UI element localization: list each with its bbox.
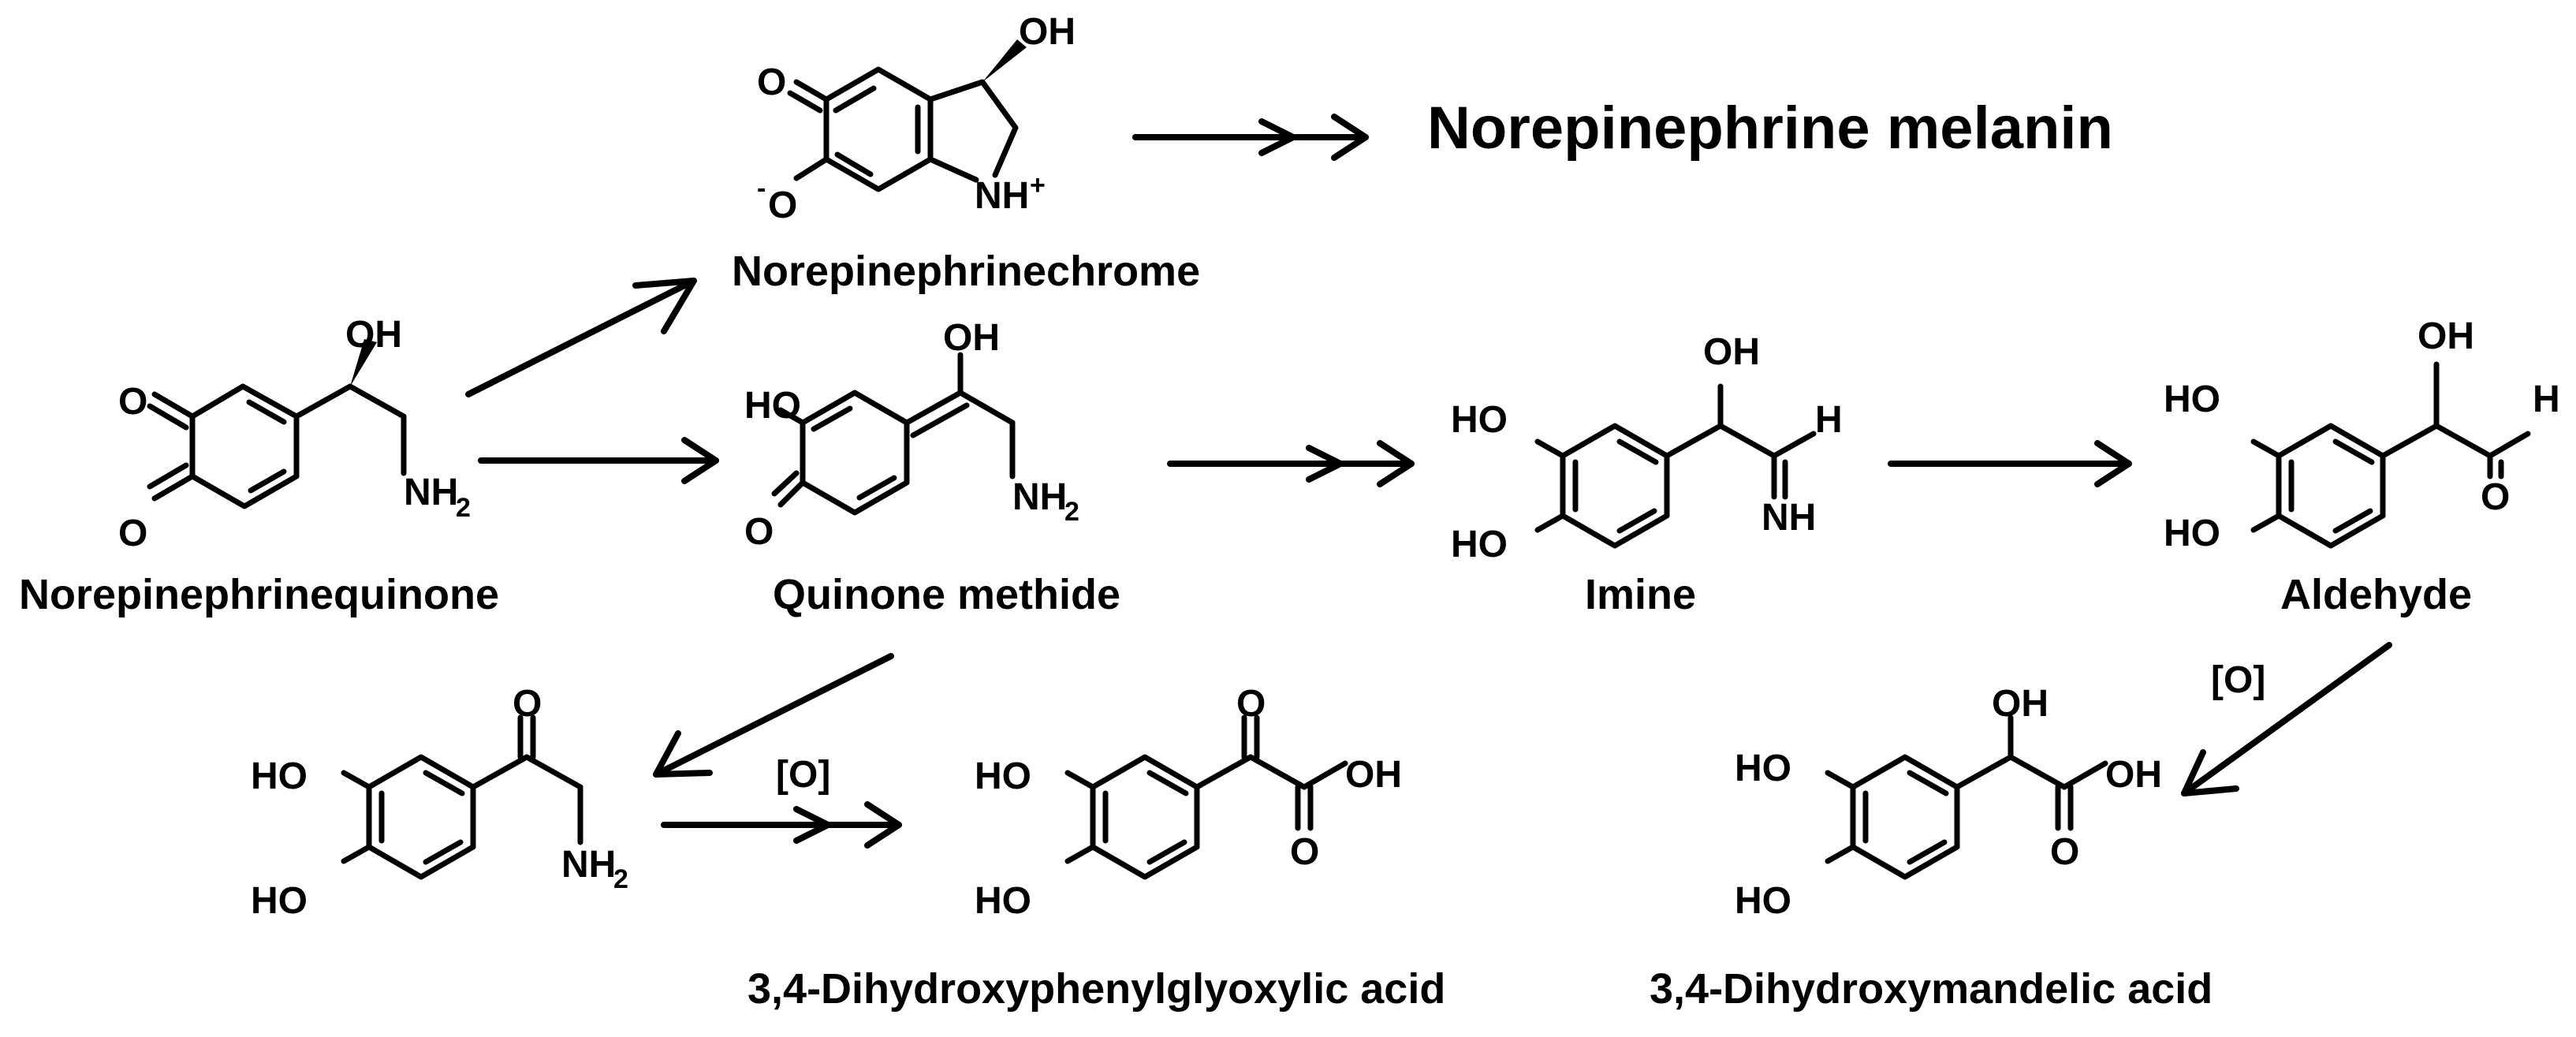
- atom-label: O: [2050, 831, 2079, 873]
- atom-label: O: [744, 511, 774, 553]
- structure-norepinephrinequinone: O O OH NH 2: [118, 314, 471, 554]
- structure-quinone-methide: HO O OH NH 2: [744, 317, 1079, 553]
- atom-label: HO: [1735, 880, 1791, 922]
- compound-aminoketone: HO HO O NH 2: [251, 683, 628, 922]
- atom-label: NH: [975, 175, 1029, 217]
- condition-oxidation: [O]: [776, 754, 830, 796]
- atom-label: NH: [561, 844, 616, 886]
- atom-label: O: [1290, 831, 1319, 873]
- compound-name: 3,4-Dihydroxymandelic acid: [1650, 965, 2213, 1013]
- atom-label: HO: [1735, 748, 1791, 789]
- atom-label: HO: [251, 755, 308, 797]
- atom-label: OH: [2418, 315, 2474, 357]
- atom-label: HO: [1451, 524, 1508, 565]
- atom-label: HO: [744, 385, 801, 427]
- atom-label: 2: [456, 493, 471, 523]
- structure-mandelic-acid: HO HO OH OH O: [1735, 683, 2162, 922]
- compound-name: Norepinephrinechrome: [732, 248, 1200, 295]
- compound-name: Aldehyde: [2280, 571, 2472, 618]
- atom-label: 2: [1064, 497, 1079, 527]
- atom-label: +: [1030, 170, 1046, 200]
- atom-label: OH: [2105, 754, 2162, 796]
- arrow-to-imine: [1167, 440, 1415, 487]
- atom-label: OH: [1992, 683, 2048, 725]
- compound-name: Quinone methide: [773, 571, 1120, 618]
- arrow-to-glyoxylic-acid: [661, 801, 902, 849]
- atom-label: NH: [1761, 497, 1816, 539]
- compound-name: Imine: [1585, 571, 1696, 618]
- atom-label: OH: [1703, 331, 1760, 373]
- arrow-to-quinone-methide: [478, 437, 719, 484]
- structure-glyoxylic-acid: HO HO O OH O: [975, 683, 1402, 922]
- arrow-to-aminoketone: [653, 653, 894, 778]
- atom-label: OH: [345, 314, 402, 356]
- arrow-to-norepinephrine-melanin: [1132, 114, 1369, 161]
- atom-label: O: [513, 683, 542, 725]
- atom-label: HO: [2164, 513, 2220, 554]
- arrow-to-norepinephrinechrome: [465, 278, 697, 397]
- compound-norepinephrinequinone: O O OH NH 2 Norepinephrinequinone: [19, 314, 499, 618]
- atom-label: O: [118, 381, 147, 423]
- compound-norepinephrinechrome: OH O - O NH + Norepinephrinechrome: [732, 11, 1200, 295]
- compound-mandelic-acid: HO HO OH OH O 3,4-Dihydroxymandelic acid: [1650, 683, 2213, 1013]
- compound-glyoxylic-acid: HO HO O OH O 3,4-Dihydroxyphenylglyoxyli…: [747, 683, 1445, 1013]
- compound-quinone-methide: HO O OH NH 2 Quinone methide: [744, 317, 1120, 618]
- atom-label: O: [118, 513, 147, 554]
- structure-imine: HO HO OH H NH: [1451, 331, 1843, 565]
- atom-label: O: [757, 62, 786, 103]
- compound-name: 3,4-Dihydroxyphenylglyoxylic acid: [747, 965, 1445, 1013]
- atom-label: HO: [2164, 379, 2220, 420]
- compound-name: Norepinephrinequinone: [19, 571, 499, 618]
- structure-aminoketone: HO HO O NH 2: [251, 683, 628, 922]
- condition-oxidation: [O]: [2211, 659, 2265, 701]
- atom-label: NH: [404, 472, 458, 513]
- atom-label: O: [2481, 476, 2510, 518]
- atom-label: OH: [1019, 11, 1076, 53]
- atom-label: OH: [1345, 754, 1402, 796]
- structure-norepinephrinechrome: OH O - O NH +: [757, 11, 1076, 226]
- atom-label: HO: [251, 880, 308, 922]
- atom-label: HO: [975, 755, 1031, 797]
- atom-label: HO: [1451, 399, 1508, 441]
- atom-label: OH: [943, 317, 1000, 359]
- arrow-to-aldehyde: [1888, 440, 2132, 487]
- atom-label: -: [757, 173, 766, 203]
- atom-label: O: [1236, 683, 1266, 725]
- atom-label: H: [2533, 379, 2560, 420]
- atom-label: HO: [975, 880, 1031, 922]
- compound-imine: HO HO OH H NH Imine: [1451, 331, 1843, 618]
- compound-aldehyde: HO HO OH H O Aldehyde: [2164, 315, 2560, 618]
- structure-aldehyde: HO HO OH H O: [2164, 315, 2560, 554]
- atom-label: O: [768, 185, 797, 226]
- atom-label: NH: [1012, 476, 1067, 518]
- atom-label: H: [1815, 399, 1843, 441]
- atom-label: 2: [613, 864, 628, 894]
- arrow-to-mandelic-acid: [2181, 642, 2392, 796]
- compound-name-norepinephrine-melanin: Norepinephrine melanin: [1427, 95, 2113, 162]
